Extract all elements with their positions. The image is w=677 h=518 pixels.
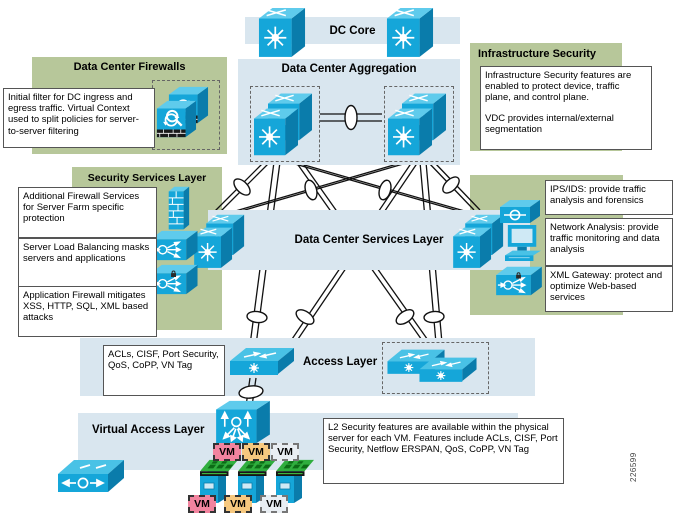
layer-label-access: Access Layer	[303, 356, 378, 368]
note-dc-firewalls: Initial filter for DC ingress and egress…	[3, 88, 155, 148]
section-title: Data Center Firewalls	[73, 61, 186, 73]
core-switch-icon	[386, 2, 434, 60]
layer-label-services: Data Center Services Layer	[294, 234, 444, 246]
aggregation-switch-pair-icon	[253, 88, 315, 160]
xml-gateway-icon	[496, 264, 542, 297]
note-virtual-access-l2-security: L2 Security features are available withi…	[323, 418, 564, 484]
access-switch-pair-box	[382, 342, 489, 394]
vm-badge: VM	[188, 495, 216, 513]
core-switch-icon	[258, 2, 306, 60]
access-switch-icon	[230, 345, 294, 383]
layer-label-aggregation: Data Center Aggregation	[281, 63, 417, 75]
vm-badge: VM	[213, 443, 241, 461]
note-ips-ids: IPS/IDS: provide traffic analysis and fo…	[545, 180, 673, 215]
application-firewall-icon	[150, 262, 198, 296]
vm-badge: VM	[271, 443, 299, 461]
firewall-magnifier-icon	[155, 97, 197, 141]
firewall-context-box	[152, 80, 220, 150]
access-switch-icon	[419, 355, 477, 389]
note-infrastructure-security: Infrastructure Security features are ena…	[480, 66, 652, 150]
firewall-brick-icon	[165, 185, 191, 233]
note-paragraph: Infrastructure Security features are ena…	[485, 70, 632, 104]
load-balancer-icon	[150, 228, 198, 262]
note-additional-firewall: Additional Firewall Services for Server …	[18, 187, 157, 238]
note-access-layer: ACLs, CISF, Port Security, QoS, CoPP, VN…	[103, 345, 225, 396]
vm-badge: VM	[242, 443, 270, 461]
aggregation-vdc-box	[384, 86, 454, 162]
network-analysis-monitor-icon	[505, 224, 541, 262]
figure-number: 226599	[629, 452, 638, 482]
vm-badge: VM	[224, 495, 252, 513]
note-network-analysis: Network Analysis: provide traffic monito…	[545, 218, 673, 266]
vem-module-icon	[58, 455, 124, 497]
aggregation-vdc-box	[250, 86, 320, 162]
layer-label-dc-core: DC Core	[329, 24, 376, 37]
virtual-switch-icon	[212, 398, 274, 446]
services-switch-icon	[193, 210, 247, 272]
aggregation-switch-pair-icon	[387, 88, 449, 160]
vm-badge: VM	[260, 495, 288, 513]
note-application-firewall: Application Firewall mitigates XSS, HTTP…	[18, 286, 157, 337]
ips-sensor-icon	[500, 198, 540, 224]
layer-label-virtual-access: Virtual Access Layer	[92, 424, 205, 436]
section-title: Security Services Layer	[87, 172, 207, 184]
note-xml-gateway: XML Gateway: protect and optimize Web-ba…	[545, 266, 673, 312]
note-paragraph: VDC provides internal/external segmentat…	[485, 112, 614, 135]
section-title: Infrastructure Security	[478, 48, 596, 60]
note-server-load-balancing: Server Load Balancing masks servers and …	[18, 238, 157, 287]
services-switch-icon	[452, 210, 506, 272]
